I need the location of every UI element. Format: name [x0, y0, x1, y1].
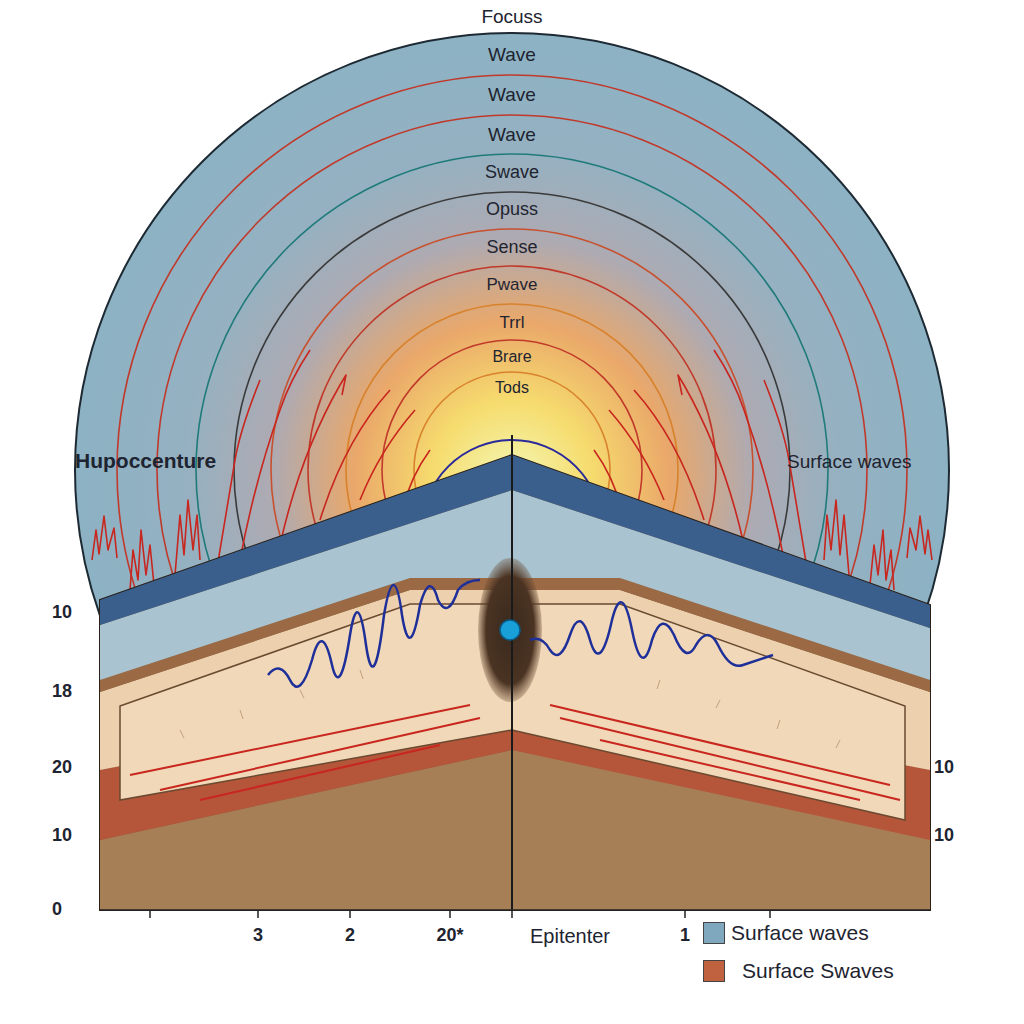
wave-label: Wave — [488, 85, 536, 106]
illustration-part — [560, 718, 900, 800]
illustration-part — [100, 909, 930, 911]
illustration-part — [240, 350, 310, 560]
axis-number: 10 — [934, 826, 954, 846]
illustration-part — [500, 620, 520, 640]
wave-label: Swave — [485, 163, 539, 183]
illustration-part — [550, 705, 890, 785]
wave-label: Tods — [495, 379, 529, 397]
wave-label: Wave — [488, 125, 536, 146]
epicentre-label: Epitenter — [530, 925, 610, 947]
legend-swatch — [703, 922, 725, 944]
wave-label: Sense — [486, 238, 537, 258]
illustration-part — [175, 500, 200, 575]
axis-number: 2 — [345, 926, 355, 946]
axis-number: 1 — [680, 926, 690, 946]
illustration-part — [870, 530, 894, 590]
illustration-part — [511, 910, 513, 918]
axis-number: 3 — [253, 926, 263, 946]
illustration-part — [634, 390, 704, 520]
illustration-part — [609, 410, 664, 500]
wave-label: Trrl — [500, 314, 525, 333]
wave-label: Opuss — [486, 200, 538, 220]
legend-text: Surface waves — [731, 921, 869, 944]
illustration-part — [92, 516, 117, 560]
illustration-part — [684, 910, 686, 918]
illustration-part — [824, 500, 849, 575]
illustration-part — [100, 455, 930, 910]
illustration-part — [130, 530, 154, 590]
axis-number: 18 — [52, 682, 72, 702]
axis-number: 20* — [436, 926, 463, 946]
illustration-part — [449, 910, 451, 918]
surface-waves-label: Surface waves — [787, 452, 912, 473]
wave-label: Pwave — [486, 276, 537, 295]
illustration-part — [714, 350, 784, 560]
ground-cross-section — [100, 435, 930, 910]
illustration-part — [511, 435, 513, 910]
illustration-part — [160, 718, 480, 790]
hypocentre-label: Hupoccenture — [75, 449, 216, 472]
illustration-part — [360, 410, 415, 500]
axis-ticks — [100, 910, 930, 918]
illustration-part — [600, 740, 860, 800]
illustration-part — [268, 580, 480, 687]
axis-number: 0 — [52, 900, 62, 920]
illustration-part — [907, 516, 932, 560]
illustration-part — [478, 558, 542, 702]
illustration-part — [320, 390, 390, 520]
illustration-part — [257, 910, 259, 918]
illustration-part — [349, 910, 351, 918]
wave-label: Wave — [488, 45, 536, 66]
illustration-part — [130, 705, 900, 800]
illustration-part — [769, 910, 771, 918]
axis-number: 10 — [52, 603, 72, 623]
wave-label: Brare — [492, 348, 531, 366]
illustration-part — [130, 705, 470, 775]
illustration-part — [530, 602, 773, 666]
legend-text: Surface Swaves — [742, 959, 894, 982]
legend-swatch — [703, 960, 725, 982]
wave-label: Focuss — [481, 7, 542, 28]
illustration-part — [200, 745, 440, 800]
axis-number: 20 — [52, 758, 72, 778]
axis-number: 10 — [934, 758, 954, 778]
axis-number: 10 — [52, 826, 72, 846]
illustration-part — [149, 910, 151, 918]
